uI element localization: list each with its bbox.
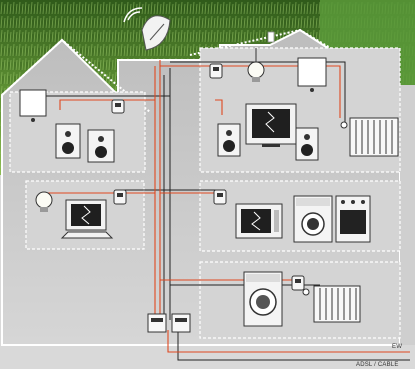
washing-machine-icon [244, 272, 282, 326]
speaker-icon [88, 130, 114, 162]
adsl-cable-label: ADSL / CABLE [356, 362, 399, 368]
power-socket-icon [214, 190, 226, 204]
computer-icon [62, 200, 112, 238]
room-bottom-right [200, 262, 400, 338]
microwave-icon [236, 204, 282, 238]
power-socket-icon [114, 190, 126, 204]
monitor-icon [246, 104, 296, 147]
speaker-icon [296, 128, 318, 160]
router-icon [148, 314, 166, 332]
speaker-icon [56, 124, 80, 158]
power-socket-icon [112, 100, 124, 113]
speaker-icon [218, 124, 240, 156]
oven-icon [336, 196, 370, 242]
washing-machine-icon [294, 196, 332, 242]
power-socket-icon [292, 276, 304, 290]
power-socket-icon [210, 64, 222, 78]
router-icon [172, 314, 190, 332]
radiator-icon [341, 118, 398, 156]
ew-label: EW [392, 344, 402, 350]
